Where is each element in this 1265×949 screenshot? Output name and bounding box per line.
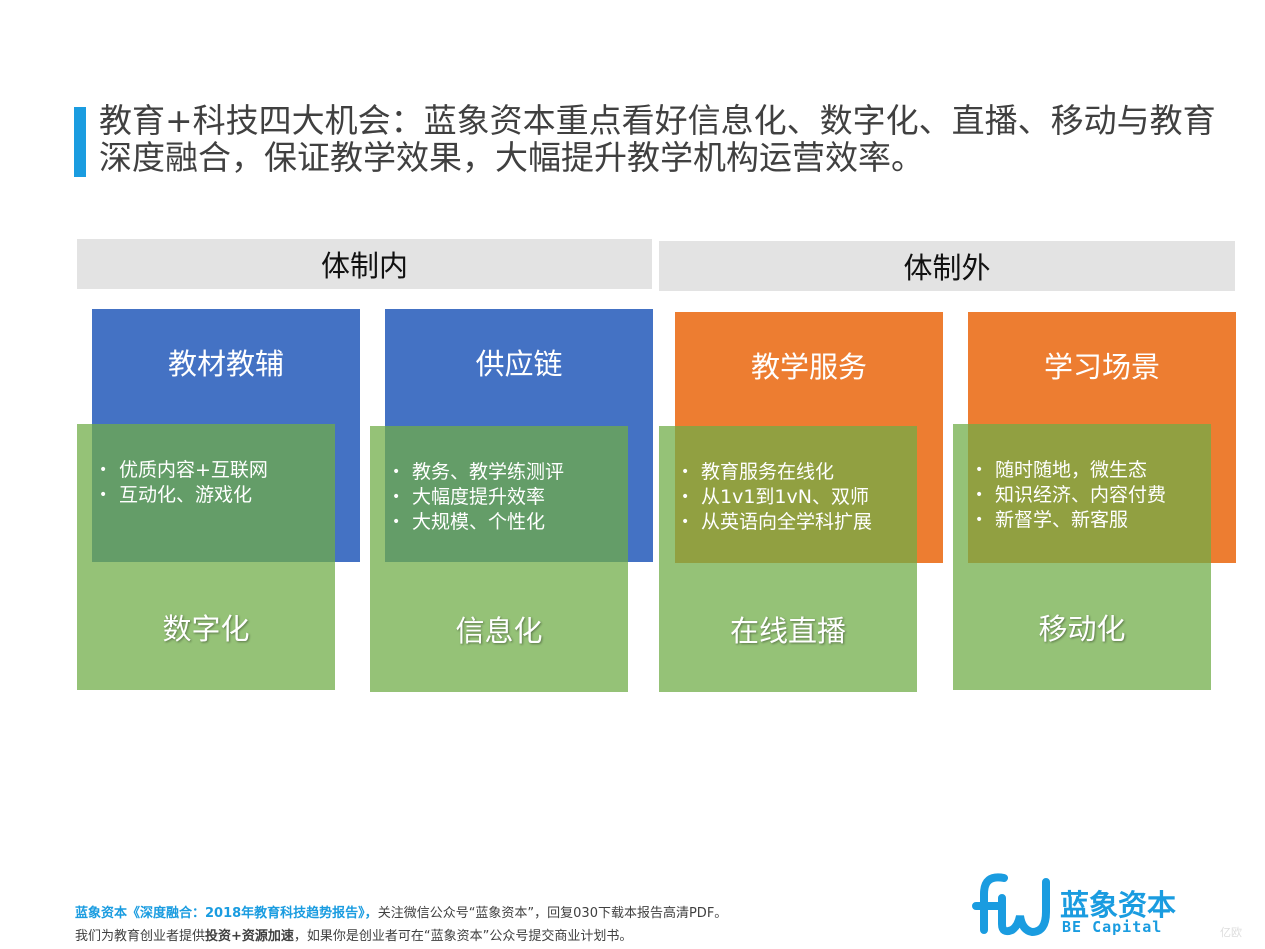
footer-bold: 投资+资源加速	[205, 929, 294, 944]
bottom-label: 在线直播	[729, 614, 846, 648]
box-bottom-3: 教育服务在线化从1v1到1vN、双师从英语向全学科扩展 在线直播	[659, 426, 917, 692]
title-accent-bar	[74, 107, 86, 177]
footer-text: ，如果你是创业者可在“蓝象资本”公众号提交商业计划书。	[293, 929, 633, 944]
bullet: 知识经济、内容付费	[975, 483, 1211, 508]
band-inside: 体制内	[77, 239, 652, 289]
be-capital-logo-icon	[972, 873, 1050, 937]
bullet: 随时随地，微生态	[975, 458, 1211, 483]
band-outside: 体制外	[659, 241, 1235, 291]
bullet: 大规模、个性化	[392, 510, 628, 535]
bullet: 互动化、游戏化	[99, 483, 335, 508]
bullet: 大幅度提升效率	[392, 485, 628, 510]
footer-report-title: 蓝象资本《深度融合：2018年教育科技趋势报告》，	[75, 906, 378, 921]
watermark: 亿欧	[1220, 926, 1242, 939]
bullet: 从英语向全学科扩展	[681, 510, 917, 535]
bullet: 优质内容+互联网	[99, 458, 335, 483]
logo-cn: 蓝象资本	[1060, 888, 1177, 922]
bottom-label: 数字化	[162, 612, 250, 646]
bullet: 新督学、新客服	[975, 508, 1211, 533]
bottom-label: 信息化	[455, 614, 543, 648]
footer-text: 我们为教育创业者提供	[75, 929, 206, 944]
footer-text: 关注微信公众号“蓝象资本”，回复030下载本报告高清PDF。	[377, 906, 728, 921]
footer: 蓝象资本《深度融合：2018年教育科技趋势报告》，关注微信公众号“蓝象资本”，回…	[75, 902, 727, 948]
box-bottom-2: 教务、教学练测评大幅度提升效率大规模、个性化 信息化	[370, 426, 628, 692]
box-bottom-4: 随时随地，微生态知识经济、内容付费新督学、新客服 移动化	[953, 424, 1211, 690]
bullet: 教务、教学练测评	[392, 460, 628, 485]
bullet: 教育服务在线化	[681, 460, 917, 485]
bottom-label: 移动化	[1038, 612, 1126, 646]
box-bottom-1: 优质内容+互联网互动化、游戏化 数字化	[77, 424, 335, 690]
bullet: 从1v1到1vN、双师	[681, 485, 917, 510]
page-title: 教育+科技四大机会：蓝象资本重点看好信息化、数字化、直播、移动与教育深度融合，保…	[99, 101, 1216, 177]
logo-en: BE Capital	[1062, 918, 1163, 936]
